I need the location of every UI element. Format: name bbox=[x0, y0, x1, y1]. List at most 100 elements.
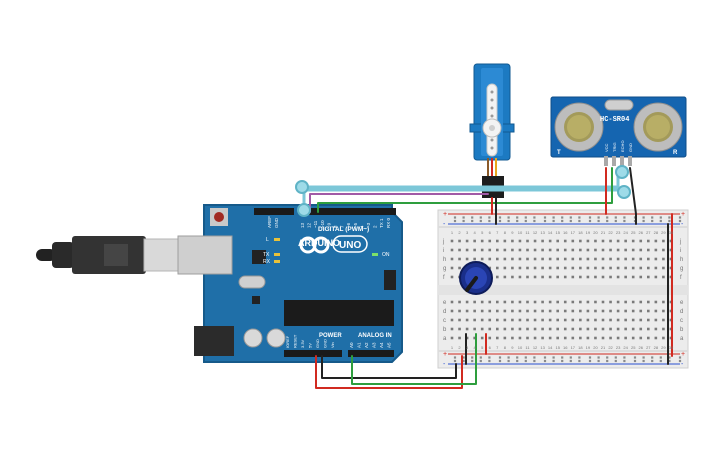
breadboard-rail-hole[interactable] bbox=[578, 216, 581, 219]
breadboard-hole[interactable] bbox=[669, 275, 673, 279]
breadboard-hole[interactable] bbox=[594, 239, 597, 243]
breadboard-hole[interactable] bbox=[526, 300, 529, 304]
breadboard-hole[interactable] bbox=[609, 318, 612, 322]
breadboard-rail-hole[interactable] bbox=[498, 219, 502, 223]
breadboard-hole[interactable] bbox=[616, 257, 620, 261]
breadboard-hole[interactable] bbox=[473, 327, 476, 331]
breadboard-hole[interactable] bbox=[556, 318, 559, 322]
breadboard-rail-hole[interactable] bbox=[633, 356, 637, 359]
breadboard-rail-hole[interactable] bbox=[642, 216, 645, 219]
breadboard-hole[interactable] bbox=[488, 257, 492, 261]
breadboard-rail-hole[interactable] bbox=[462, 216, 465, 219]
breadboard-hole[interactable] bbox=[571, 309, 575, 313]
breadboard-hole[interactable] bbox=[488, 336, 492, 340]
breadboard-hole[interactable] bbox=[496, 257, 499, 261]
breadboard-hole[interactable] bbox=[586, 309, 590, 313]
breadboard-rail-hole[interactable] bbox=[659, 356, 662, 359]
breadboard-hole[interactable] bbox=[639, 266, 643, 270]
breadboard-hole[interactable] bbox=[465, 300, 469, 304]
breadboard-hole[interactable] bbox=[624, 266, 627, 270]
breadboard-hole[interactable] bbox=[533, 239, 537, 243]
breadboard-hole[interactable] bbox=[541, 239, 544, 243]
breadboard-hole[interactable] bbox=[586, 266, 590, 270]
breadboard-hole[interactable] bbox=[458, 318, 461, 322]
arduino-board[interactable] bbox=[177, 204, 403, 363]
breadboard-hole[interactable] bbox=[662, 239, 665, 243]
breadboard-hole[interactable] bbox=[503, 327, 507, 331]
breadboard-hole[interactable] bbox=[473, 336, 476, 340]
breadboard-hole[interactable] bbox=[631, 275, 635, 279]
breadboard-hole[interactable] bbox=[480, 257, 484, 261]
breadboard-hole[interactable] bbox=[662, 327, 665, 331]
breadboard-hole[interactable] bbox=[450, 318, 454, 322]
breadboard-hole[interactable] bbox=[458, 300, 461, 304]
breadboard-rail-hole[interactable] bbox=[524, 359, 527, 363]
breadboard-hole[interactable] bbox=[669, 266, 673, 270]
breadboard-hole[interactable] bbox=[616, 248, 620, 252]
breadboard-hole[interactable] bbox=[586, 300, 590, 304]
breadboard-hole[interactable] bbox=[594, 318, 597, 322]
breadboard-hole[interactable] bbox=[639, 257, 643, 261]
breadboard-rail-hole[interactable] bbox=[507, 216, 510, 219]
breadboard-hole[interactable] bbox=[541, 248, 544, 252]
wire-trig[interactable] bbox=[300, 171, 620, 189]
breadboard-hole[interactable] bbox=[616, 327, 620, 331]
breadboard-hole[interactable] bbox=[601, 257, 605, 261]
breadboard-hole[interactable] bbox=[518, 266, 522, 270]
breadboard-hole[interactable] bbox=[639, 248, 643, 252]
breadboard-rail-hole[interactable] bbox=[543, 359, 547, 363]
breadboard-hole[interactable] bbox=[480, 300, 484, 304]
breadboard-rail-hole[interactable] bbox=[659, 219, 662, 223]
breadboard-hole[interactable] bbox=[488, 239, 492, 243]
breadboard-hole[interactable] bbox=[556, 257, 559, 261]
breadboard-hole[interactable] bbox=[518, 239, 522, 243]
breadboard-hole[interactable] bbox=[609, 327, 612, 331]
breadboard-rail-hole[interactable] bbox=[668, 216, 671, 219]
breadboard-hole[interactable] bbox=[669, 318, 673, 322]
breadboard-rail-hole[interactable] bbox=[488, 359, 491, 363]
breadboard-hole[interactable] bbox=[488, 266, 492, 270]
breadboard-hole[interactable] bbox=[518, 309, 522, 313]
breadboard-hole[interactable] bbox=[511, 336, 514, 340]
breadboard-hole[interactable] bbox=[586, 275, 590, 279]
potentiometer-knob[interactable] bbox=[465, 276, 478, 292]
breadboard-hole[interactable] bbox=[586, 318, 590, 322]
breadboard-hole[interactable] bbox=[533, 336, 537, 340]
breadboard-hole[interactable] bbox=[579, 309, 582, 313]
breadboard-rail-hole[interactable] bbox=[623, 216, 626, 219]
breadboard-hole[interactable] bbox=[488, 248, 492, 252]
breadboard-rail-hole[interactable] bbox=[471, 356, 474, 359]
breadboard-rail-hole[interactable] bbox=[642, 359, 645, 363]
breadboard-hole[interactable] bbox=[563, 318, 567, 322]
breadboard-rail-hole[interactable] bbox=[678, 219, 682, 223]
breadboard-rail-hole[interactable] bbox=[569, 219, 572, 223]
breadboard-hole[interactable] bbox=[579, 300, 582, 304]
breadboard-hole[interactable] bbox=[594, 248, 597, 252]
breadboard-hole[interactable] bbox=[624, 239, 627, 243]
breadboard-hole[interactable] bbox=[473, 300, 476, 304]
breadboard-rail-hole[interactable] bbox=[479, 356, 482, 359]
breadboard-hole[interactable] bbox=[662, 266, 665, 270]
breadboard-hole[interactable] bbox=[571, 336, 575, 340]
breadboard-hole[interactable] bbox=[616, 318, 620, 322]
breadboard-hole[interactable] bbox=[579, 275, 582, 279]
breadboard-hole[interactable] bbox=[541, 257, 544, 261]
breadboard-hole[interactable] bbox=[594, 309, 597, 313]
breadboard-rail-hole[interactable] bbox=[597, 356, 600, 359]
breadboard-hole[interactable] bbox=[639, 336, 643, 340]
breadboard-hole[interactable] bbox=[601, 336, 605, 340]
breadboard-hole[interactable] bbox=[450, 275, 454, 279]
breadboard-hole[interactable] bbox=[563, 257, 567, 261]
potentiometer[interactable] bbox=[459, 261, 493, 295]
breadboard-rail-hole[interactable] bbox=[552, 359, 555, 363]
breadboard-hole[interactable] bbox=[488, 318, 492, 322]
breadboard-hole[interactable] bbox=[631, 336, 635, 340]
breadboard-hole[interactable] bbox=[624, 257, 627, 261]
breadboard-hole[interactable] bbox=[601, 327, 605, 331]
breadboard-hole[interactable] bbox=[609, 309, 612, 313]
breadboard-hole[interactable] bbox=[594, 257, 597, 261]
breadboard-hole[interactable] bbox=[647, 336, 650, 340]
breadboard-rail-hole[interactable] bbox=[659, 359, 662, 363]
breadboard-hole[interactable] bbox=[473, 257, 476, 261]
breadboard-hole[interactable] bbox=[556, 309, 559, 313]
